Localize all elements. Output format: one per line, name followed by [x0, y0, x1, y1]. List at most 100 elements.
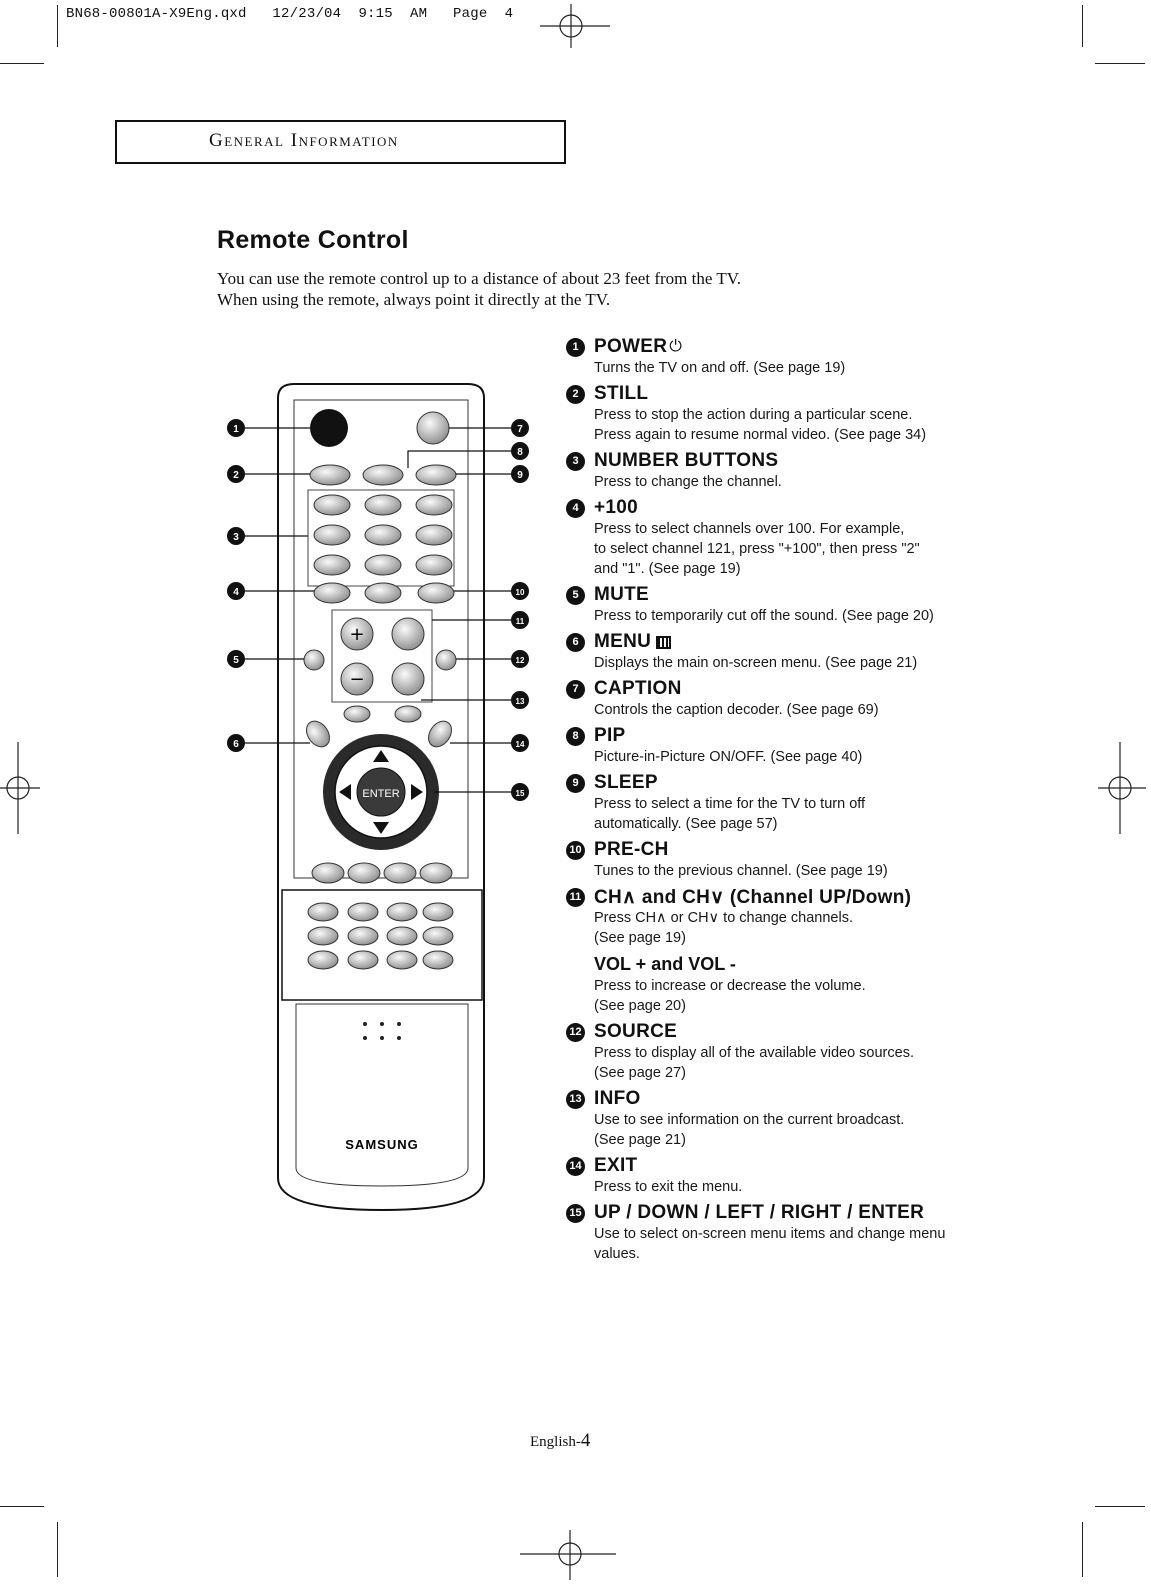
exit-button [428, 720, 452, 748]
ch-up-button [391, 617, 425, 651]
page-footer: English-4 [530, 1430, 590, 1452]
callout-10: 10 [516, 588, 525, 597]
crop-mark [0, 1506, 44, 1507]
crop-mark [0, 63, 44, 64]
item-description: Controls the caption decoder. (See page … [594, 702, 879, 718]
crop-mark [1082, 5, 1083, 47]
power-icon: ⏻ [669, 338, 682, 355]
callout-5: 5 [233, 655, 239, 666]
function-buttons [311, 862, 453, 884]
crop-mark [57, 5, 58, 47]
item-description: Press to select channels over 100. For e… [594, 521, 920, 577]
callout-13: 13 [516, 697, 525, 706]
item-description: Press to stop the action during a partic… [594, 407, 927, 443]
callout-14: 14 [516, 740, 525, 749]
registration-mark [520, 1530, 616, 1580]
item-title: NUMBER BUTTONS [594, 450, 779, 471]
item-title: MENU [594, 631, 652, 652]
callout-7: 7 [517, 424, 523, 435]
item-title: +100 [594, 497, 638, 518]
item-sub-description: Press to increase or decrease the volume… [594, 978, 866, 1014]
intro-line: When using the remote, always point it d… [217, 290, 611, 309]
svg-text:−: − [349, 669, 364, 690]
crop-mark [57, 1522, 58, 1577]
footer-language: English- [530, 1434, 581, 1450]
item-number: 2 [566, 384, 585, 404]
power-button [310, 409, 348, 447]
item-description: Press to display all of the available vi… [594, 1045, 914, 1081]
item-title: SLEEP [594, 772, 658, 793]
item-number: 8 [566, 726, 585, 746]
section-title: General Information [209, 130, 399, 151]
item-power: 1 POWER⏻ Turns the TV on and off. (See pa… [566, 336, 1006, 378]
info-extra-button [343, 705, 371, 723]
callout-12: 12 [516, 656, 525, 665]
section-header-box [115, 120, 566, 164]
item-title: CH∧ and CH∨ (Channel UP/Down) [594, 886, 912, 908]
registration-mark [1098, 742, 1146, 834]
pip-button [362, 464, 404, 486]
item-sleep: 9 SLEEP Press to select a time for the TV… [566, 772, 1006, 834]
item-number: 10 [566, 840, 585, 860]
source-button [435, 649, 457, 671]
item-title: POWER [594, 336, 668, 357]
brand-logo: SAMSUNG [345, 1137, 418, 1152]
intro-line: You can use the remote control up to a d… [217, 269, 742, 288]
item-subtitle: VOL + and VOL - [594, 954, 736, 974]
item-title: SOURCE [594, 1021, 678, 1042]
item-number: 14 [566, 1156, 585, 1176]
callout-2: 2 [233, 470, 239, 481]
still-button [309, 464, 351, 486]
item-description: Press to select a time for the TV to tur… [594, 796, 866, 832]
item-description: Press to exit the menu. [594, 1179, 743, 1195]
registration-mark [0, 742, 40, 834]
button-description-list: 1 POWER⏻ Turns the TV on and off. (See pa… [566, 336, 1006, 1269]
item-description: Press to temporarily cut off the sound. … [594, 608, 934, 624]
callout-lines [244, 427, 512, 793]
item-title: PRE-CH [594, 839, 669, 860]
callout-15: 15 [516, 789, 525, 798]
item-menu: 6 MENU Displays the main on-screen menu. … [566, 631, 1006, 673]
lower-panel-buttons [307, 902, 454, 970]
item-number: 12 [566, 1022, 585, 1042]
item-number: 5 [566, 585, 585, 605]
item-description: Turns the TV on and off. (See page 19) [594, 360, 846, 376]
svg-text:+: + [349, 624, 364, 645]
enter-label: ENTER [362, 788, 399, 800]
item-description: Press to change the channel. [594, 474, 782, 490]
crop-mark [1082, 1522, 1083, 1577]
item-number: 15 [566, 1203, 585, 1223]
item-description: Displays the main on-screen menu. (See p… [594, 655, 918, 671]
callout-6: 6 [233, 739, 239, 750]
item-description: Use to see information on the current br… [594, 1112, 905, 1148]
item-number: 9 [566, 773, 585, 793]
caption-button [416, 411, 450, 445]
item-number: 1 [566, 337, 585, 357]
item-description: Use to select on-screen menu items and c… [594, 1226, 946, 1262]
info-button [394, 705, 422, 723]
callout-8: 8 [517, 447, 523, 458]
print-slug: BN68-00801A-X9Eng.qxd 12/23/04 9:15 AM P… [66, 6, 514, 22]
item-source: 12 SOURCE Press to display all of the ava… [566, 1021, 1006, 1083]
item-title: MUTE [594, 584, 650, 605]
callout-11: 11 [516, 617, 525, 626]
enter-button [356, 767, 406, 817]
item-exit: 14 EXIT Press to exit the menu. [566, 1155, 1006, 1197]
vol-up-button [340, 617, 374, 651]
callout-1: 1 [233, 424, 239, 435]
remote-control-illustration: + − ENTER SAMSUNG [227, 383, 529, 1212]
registration-mark [540, 4, 610, 48]
callout-4: 4 [233, 587, 239, 598]
item-plus100: 4 +100 Press to select channels over 100.… [566, 497, 1006, 579]
ch-down-button [391, 662, 425, 696]
item-number: 3 [566, 451, 585, 471]
item-number: 6 [566, 632, 585, 652]
menu-button [306, 720, 330, 748]
item-number: 4 [566, 498, 585, 518]
item-title: EXIT [594, 1155, 638, 1176]
